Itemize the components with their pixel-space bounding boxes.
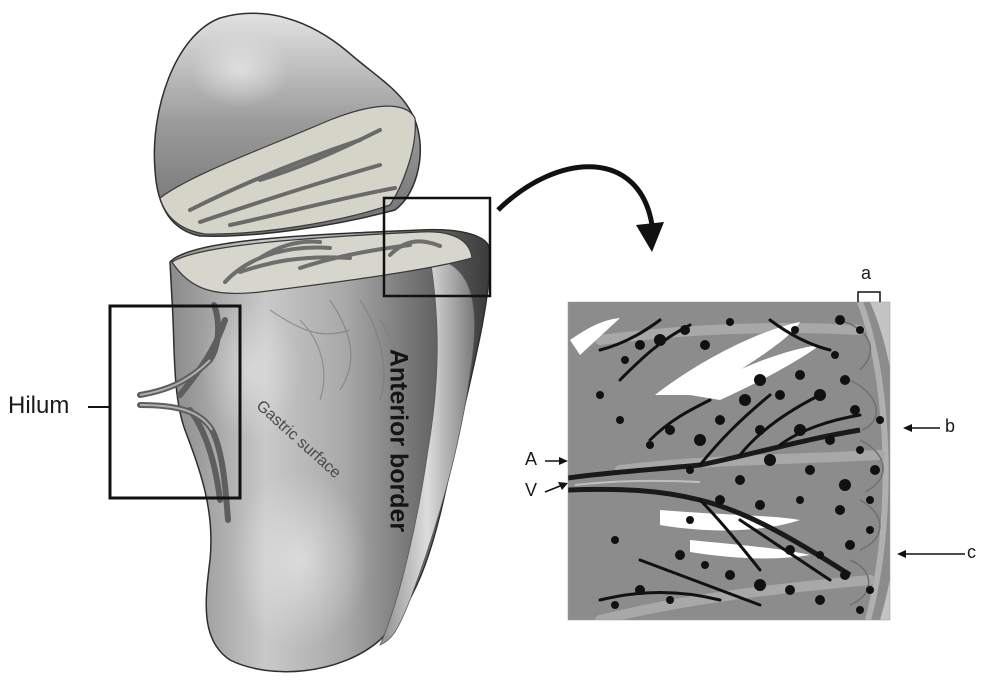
label-vein: V — [525, 480, 537, 501]
anterior-border-label: Anterior border — [384, 316, 413, 566]
label-b: b — [945, 416, 955, 437]
a-bracket — [858, 292, 880, 302]
zoom-arrowhead — [636, 222, 664, 252]
hilum-label: Hilum — [8, 392, 69, 420]
label-artery: A — [525, 449, 537, 470]
label-a: a — [861, 263, 871, 284]
label-c: c — [967, 542, 976, 563]
zoom-arrow — [498, 167, 652, 225]
histology-inset — [568, 302, 905, 620]
